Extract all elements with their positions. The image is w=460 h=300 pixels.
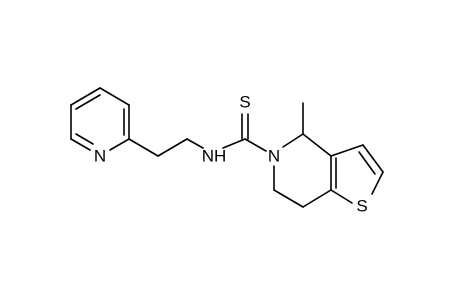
bond [99,87,130,106]
bond [302,133,332,157]
bond [244,138,267,152]
ethyl-linker [128,138,204,157]
bond [109,138,130,151]
amide-nitrogen-label: NH [202,147,227,166]
thioamide-group [222,113,267,152]
bond [75,94,101,110]
bond [358,151,376,175]
thione-sulfur-label: S [239,93,250,112]
bond [282,133,304,148]
bond [362,144,384,173]
bond [157,138,188,157]
tetrahydro-ring [273,102,332,208]
bond [70,87,101,106]
atom-labels: N NH S N S [94,93,368,216]
thiophene-ring [330,144,384,204]
thiophene-sulfur-label: S [356,197,367,216]
bond [128,138,159,157]
bond [186,138,204,149]
bond [330,144,364,157]
bond [330,189,353,204]
bond [371,171,384,195]
bond [302,189,332,208]
bond [70,138,91,151]
nitrogen-atom-label: N [94,147,106,166]
bond [75,133,94,145]
bond [273,189,304,208]
pyridine-ring [70,87,130,151]
bond [222,138,246,149]
ring-nitrogen-label: N [268,147,280,166]
